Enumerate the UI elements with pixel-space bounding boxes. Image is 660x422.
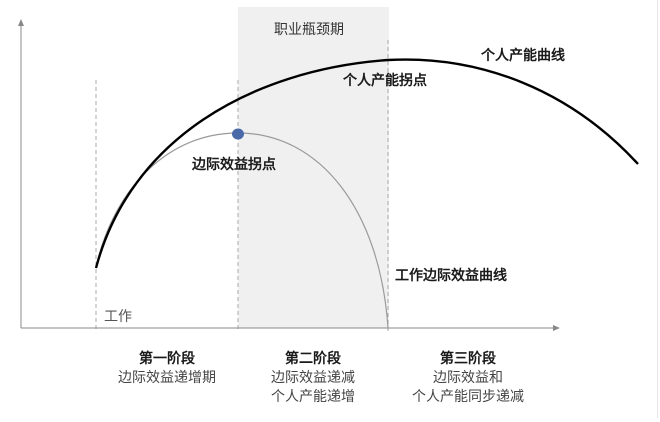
stage-1-desc-1: 边际效益递增期	[118, 370, 216, 386]
bottleneck-band	[238, 7, 389, 328]
personal-output-inflection-label: 个人产能拐点	[343, 73, 427, 89]
work-marginal-benefit-curve-label: 工作边际效益曲线	[395, 268, 507, 284]
personal-output-curve	[94, 58, 639, 269]
marginal-benefit-inflection-label: 边际效益拐点	[192, 157, 276, 173]
marginal-benefit-inflection-marker	[232, 128, 244, 140]
stage-2-desc-1: 边际效益递减	[271, 370, 355, 386]
stage-3-desc-2: 个人产能同步递减	[412, 389, 524, 405]
bottleneck-label: 职业瓶颈期	[274, 22, 344, 38]
y-axis-arrow-icon	[18, 19, 24, 26]
stage-1-title: 第一阶段	[139, 351, 195, 367]
stage-1: 第一阶段 边际效益递增期	[96, 350, 238, 388]
stage-3-title: 第三阶段	[440, 351, 496, 367]
stage-2-title: 第二阶段	[285, 351, 341, 367]
frame-edge	[657, 0, 660, 418]
stage-2-desc-2: 个人产能递增	[271, 389, 355, 405]
stage-3: 第三阶段 边际效益和 个人产能同步递减	[388, 350, 548, 407]
stage-2: 第二阶段 边际效益递减 个人产能递增	[238, 350, 388, 407]
personal-output-curve-label: 个人产能曲线	[481, 48, 565, 64]
stage-3-desc-1: 边际效益和	[433, 370, 503, 386]
x-axis-arrow-icon	[553, 325, 560, 331]
axis-start-label: 工作	[104, 309, 132, 325]
